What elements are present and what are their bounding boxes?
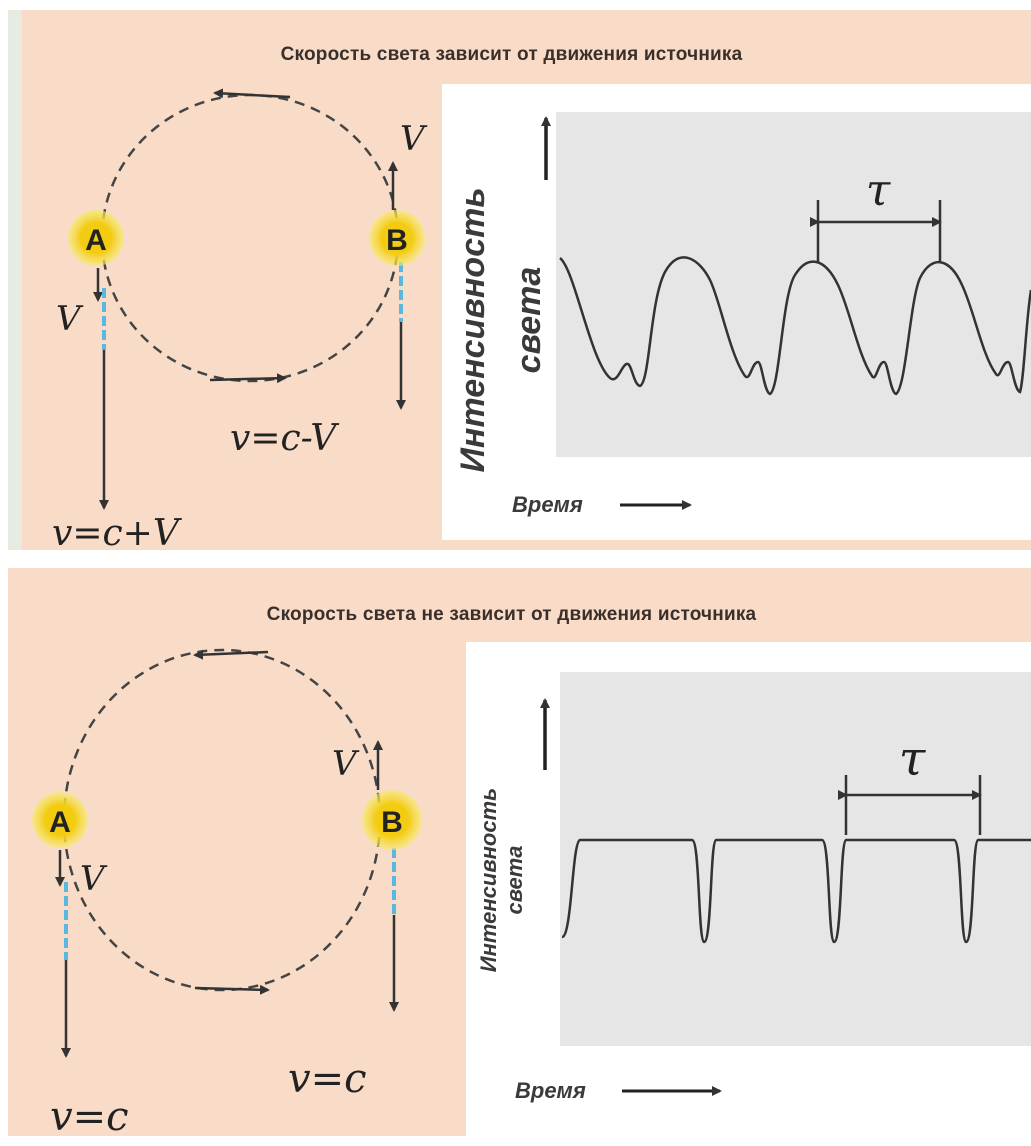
top-orbit-path	[100, 93, 400, 383]
top-title: Скорость света зависит от движения источ…	[280, 44, 743, 65]
left-edge-strip	[8, 10, 22, 550]
bottom-y-label-1: Интенсивность	[476, 788, 501, 972]
bottom-intensity-plot: Интенсивность света Время τ	[466, 642, 1031, 1136]
bottom-orbit-arrow-lower	[194, 984, 270, 995]
top-star-a-label: A	[85, 224, 107, 257]
top-y-label-1: Интенсивность	[454, 187, 492, 472]
bottom-a-velocity-label: V	[80, 859, 108, 899]
top-speed-b-label: v=c-V	[230, 418, 340, 459]
top-period-label: τ	[866, 165, 891, 216]
top-y-label-2: света	[510, 267, 548, 374]
bottom-x-label: Время	[515, 1078, 586, 1103]
top-star-b	[369, 210, 425, 266]
bottom-b-velocity-label: V	[332, 744, 360, 784]
top-orbit-diagram: A B V V v=c-V v=c+V	[52, 88, 428, 554]
top-intensity-plot: Интенсивность света Время τ	[442, 84, 1031, 540]
bottom-speed-a-label: v=c	[50, 1094, 129, 1140]
bottom-title: Скорость света не зависит от движения ис…	[266, 604, 757, 625]
bottom-y-label-2: света	[502, 845, 527, 914]
bottom-star-a-label: A	[49, 806, 71, 839]
bottom-plot-area	[560, 672, 1031, 1046]
top-star-a	[68, 210, 124, 266]
bottom-orbit-arrow-upper	[193, 649, 269, 660]
bottom-intensity-curve	[560, 838, 1031, 944]
top-speed-a-label: v=c+V	[52, 513, 183, 554]
bottom-speed-b-label: v=c	[288, 1056, 367, 1102]
bottom-orbit-path	[62, 648, 382, 992]
top-orbit-arrow-lower	[209, 373, 287, 384]
top-b-velocity-label: V	[400, 119, 428, 159]
bottom-star-b	[362, 790, 422, 850]
bottom-star-a	[32, 792, 88, 848]
top-a-velocity-label: V	[56, 299, 84, 339]
top-plot-area	[556, 112, 1031, 457]
bottom-star-b-label: B	[381, 806, 403, 839]
top-orbit-arrow-upper	[213, 88, 291, 99]
top-star-b-label: B	[386, 224, 408, 257]
bottom-period-label: τ	[899, 731, 927, 787]
top-intensity-curve	[559, 256, 1031, 396]
top-x-label: Время	[512, 492, 583, 517]
bottom-orbit-diagram: A B V V v=c v=c	[32, 648, 422, 1140]
